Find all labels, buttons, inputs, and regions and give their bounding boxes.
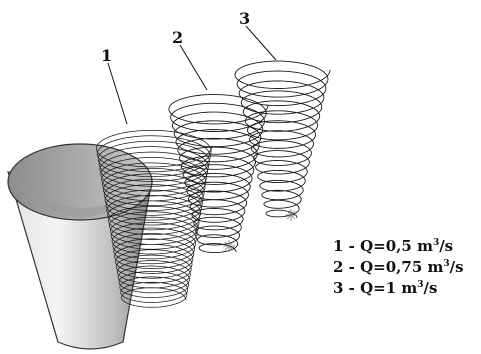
legend-sep: - [343,237,361,255]
label-2: 2 [172,28,183,47]
legend-item-3: 3 - Q=1 m3/s [333,278,464,299]
legend-id: 1 [333,237,344,255]
helix-2 [168,94,269,254]
leader-line-1 [107,62,128,125]
helix-1 [96,129,213,308]
label-1: 1 [101,46,112,65]
legend-item-1: 1 - Q=0,5 m3/s [333,236,464,257]
legend-id: 2 [333,258,344,276]
legend-unit: /s [423,279,438,297]
legend-item-2: 2 - Q=0,75 m3/s [333,257,464,278]
legend-exp: 3 [443,259,450,269]
helix-1-coil [96,129,213,308]
helix-2-coil [168,94,269,254]
legend-exp: 3 [417,280,424,290]
leader-line-3 [245,25,277,61]
legend-id: 3 [333,279,344,297]
legend-sep: - [343,279,361,297]
funnel-body [7,171,153,350]
legend-q: Q=0,75 m [360,258,444,276]
legend-sep: - [343,258,361,276]
legend-q: Q=0,5 m [360,237,433,255]
helix-3-bottom-mark [285,209,297,221]
helix-2-bottom-mark [223,240,235,252]
helix-3-coil [234,60,331,219]
helix-3 [234,60,331,219]
legend-unit: /s [439,237,454,255]
legend-q: Q=1 m [360,279,418,297]
label-3: 3 [239,9,250,28]
leader-line-2 [179,44,208,91]
legend-unit: /s [449,258,464,276]
legend-exp: 3 [432,238,440,248]
